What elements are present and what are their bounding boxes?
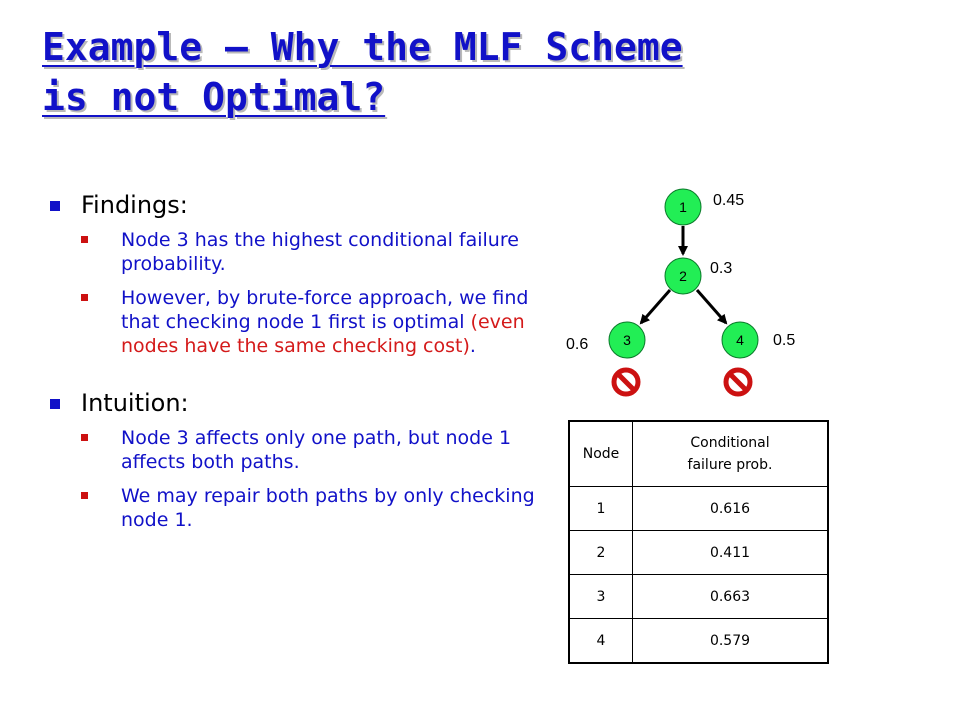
cell-prob: 0.579 [632, 618, 829, 664]
node-3-prob: 0.6 [566, 336, 588, 353]
table-header-row: Node Conditional failure prob. [568, 420, 829, 487]
node-3-label: 3 [623, 332, 631, 348]
findings-bullet-1: Node 3 has the highest conditional failu… [81, 228, 540, 276]
bullet-square-icon [81, 434, 88, 441]
node-2-label: 2 [679, 268, 687, 284]
bullet-square-icon [50, 201, 60, 211]
node-4-circle [721, 321, 759, 359]
table-row: 1 0.616 [568, 486, 829, 531]
table-row: 2 0.411 [568, 530, 829, 575]
cell-prob: 0.411 [632, 530, 829, 575]
bullet-square-icon [81, 236, 88, 243]
conditional-failure-table: Node Conditional failure prob. 1 0.616 2… [568, 420, 829, 664]
header-prob-line-1: Conditional [690, 435, 770, 451]
no-entry-icon [723, 367, 753, 397]
edge-2-4 [695, 289, 728, 325]
node-4-prob: 0.5 [773, 332, 795, 349]
slide-title: Example – Why the MLF Scheme is not Opti… [42, 22, 842, 122]
slide-title-line-2: is not Optimal? [42, 75, 386, 119]
no-entry-icon [611, 367, 641, 397]
header-node: Node [568, 420, 633, 487]
table-row: 3 0.663 [568, 574, 829, 619]
bullet-square-icon [81, 294, 88, 301]
intuition-heading-text: Intuition: [81, 389, 189, 417]
bullet-square-icon [81, 492, 88, 499]
cell-prob: 0.663 [632, 574, 829, 619]
findings-bullet-2-red-text: (even nodes have the same checking cost) [121, 311, 525, 357]
cell-node: 2 [568, 530, 633, 575]
node-4-label: 4 [736, 332, 744, 348]
findings-bullet-2: However, by brute-force approach, we fin… [81, 286, 540, 358]
intuition-bullet-1-text: Node 3 affects only one path, but node 1… [121, 427, 512, 473]
intuition-heading: Intuition: [50, 388, 540, 418]
cell-node: 1 [568, 486, 633, 531]
node-2-circle [664, 257, 702, 295]
intuition-bullet-2-text: We may repair both paths by only checkin… [121, 485, 535, 531]
cell-prob: 0.616 [632, 486, 829, 531]
node-1-prob: 0.45 [713, 192, 744, 209]
cell-node: 3 [568, 574, 633, 619]
findings-bullet-2-end: . [469, 335, 476, 357]
bullet-square-icon [50, 399, 60, 409]
node-3-circle [608, 321, 646, 359]
node-1-label: 1 [679, 199, 687, 215]
intuition-bullet-1: Node 3 affects only one path, but node 1… [81, 426, 540, 474]
findings-bullet-2-text: However, by brute-force approach, we fin… [121, 287, 529, 333]
node-1-circle [664, 188, 702, 226]
table-row: 4 0.579 [568, 618, 829, 664]
intuition-bullet-2: We may repair both paths by only checkin… [81, 484, 540, 532]
cell-node: 4 [568, 618, 633, 664]
bullet-list: Findings: Node 3 has the highest conditi… [50, 190, 540, 532]
findings-heading: Findings: [50, 190, 540, 220]
edge-2-3 [639, 289, 672, 325]
findings-heading-text: Findings: [81, 191, 188, 219]
node-2-prob: 0.3 [710, 260, 732, 277]
header-conditional-failure-prob: Conditional failure prob. [632, 420, 829, 487]
header-prob-line-2: failure prob. [687, 457, 773, 473]
findings-bullet-1-text: Node 3 has the highest conditional failu… [121, 229, 519, 275]
slide-title-line-1: Example – Why the MLF Scheme [42, 25, 683, 69]
